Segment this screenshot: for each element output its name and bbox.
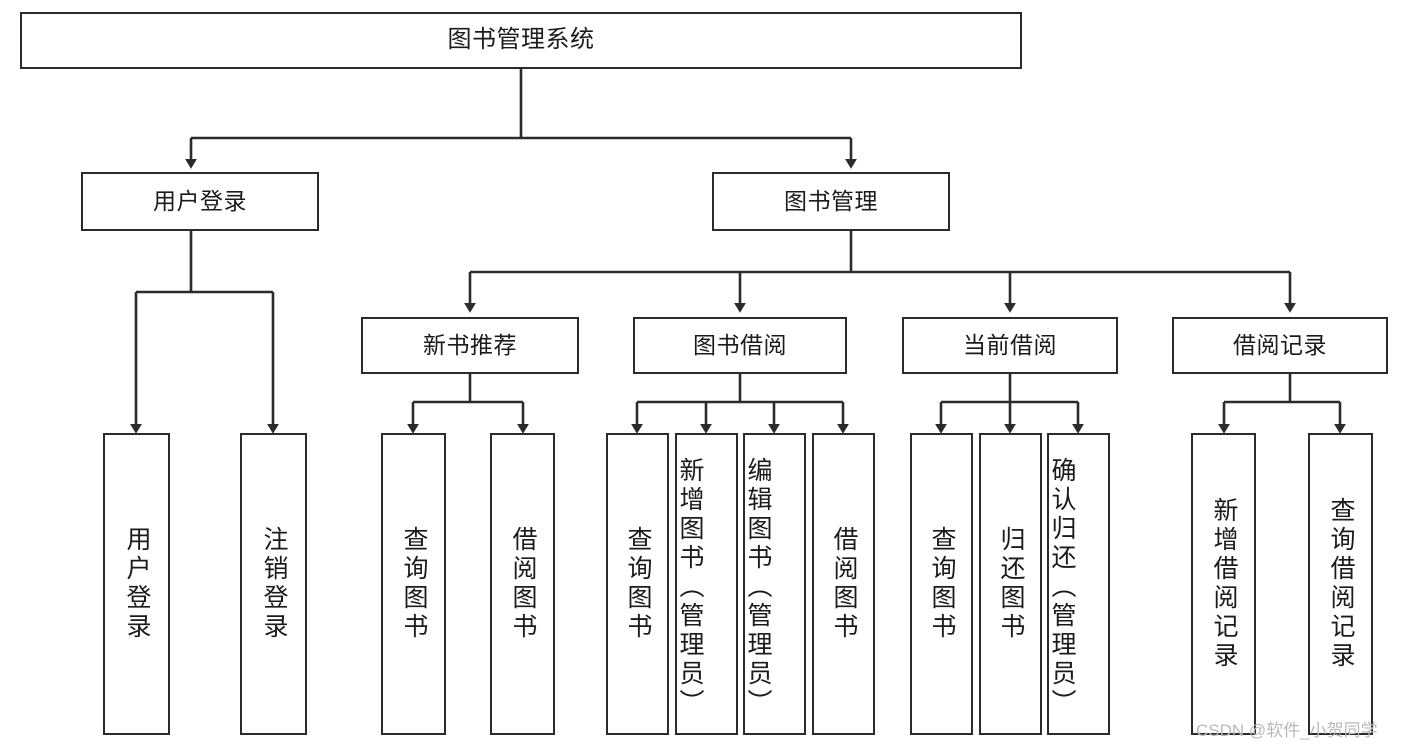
node-leaf-add-record-label: 新增借阅记录: [1210, 497, 1238, 671]
node-leaf-query-book-1-label: 查询图书: [400, 526, 428, 642]
node-leaf-edit-book[interactable]: 编辑图书（管理员）: [743, 433, 806, 735]
node-leaf-add-book-label: 新增图书（管理员）: [676, 456, 704, 718]
node-book-borrow-label: 图书借阅: [693, 331, 787, 358]
node-leaf-query-record-label: 查询借阅记录: [1327, 497, 1355, 671]
node-leaf-edit-book-label: 编辑图书（管理员）: [744, 456, 772, 718]
node-leaf-query-book-3[interactable]: 查询图书: [910, 433, 973, 735]
node-leaf-user-login[interactable]: 用户登录: [103, 433, 170, 735]
node-root[interactable]: 图书管理系统: [20, 12, 1022, 69]
node-leaf-confirm-return-label: 确认归还（管理员）: [1048, 456, 1076, 718]
node-leaf-return-book[interactable]: 归还图书: [979, 433, 1042, 735]
node-leaf-borrow-book-1-label: 借阅图书: [509, 526, 537, 642]
node-book-borrow[interactable]: 图书借阅: [633, 317, 847, 374]
node-leaf-query-book-2[interactable]: 查询图书: [606, 433, 669, 735]
node-borrow-record[interactable]: 借阅记录: [1172, 317, 1388, 374]
node-leaf-borrow-book-2[interactable]: 借阅图书: [812, 433, 875, 735]
node-root-label: 图书管理系统: [447, 26, 595, 54]
node-borrow-record-label: 借阅记录: [1233, 331, 1327, 358]
node-current-borrow[interactable]: 当前借阅: [902, 317, 1118, 374]
node-leaf-borrow-book-1[interactable]: 借阅图书: [490, 433, 555, 735]
node-book-management[interactable]: 图书管理: [712, 172, 950, 231]
node-new-book-recommend-label: 新书推荐: [423, 331, 517, 358]
node-book-management-label: 图书管理: [784, 187, 878, 214]
node-leaf-query-record[interactable]: 查询借阅记录: [1308, 433, 1373, 735]
csdn-watermark: CSDN @软件_小贺同学: [1196, 721, 1378, 740]
node-leaf-logout-label: 注销登录: [260, 526, 288, 642]
node-leaf-logout[interactable]: 注销登录: [240, 433, 307, 735]
node-leaf-query-book-3-label: 查询图书: [928, 526, 956, 642]
node-leaf-confirm-return[interactable]: 确认归还（管理员）: [1047, 433, 1110, 735]
node-leaf-user-login-label: 用户登录: [123, 526, 151, 642]
node-user-login[interactable]: 用户登录: [81, 172, 319, 231]
node-user-login-label: 用户登录: [153, 187, 247, 214]
node-leaf-add-record[interactable]: 新增借阅记录: [1191, 433, 1256, 735]
node-leaf-query-book-2-label: 查询图书: [624, 526, 652, 642]
node-leaf-query-book-1[interactable]: 查询图书: [381, 433, 446, 735]
node-leaf-return-book-label: 归还图书: [997, 526, 1025, 642]
node-leaf-add-book[interactable]: 新增图书（管理员）: [675, 433, 738, 735]
node-new-book-recommend[interactable]: 新书推荐: [361, 317, 579, 374]
node-current-borrow-label: 当前借阅: [963, 331, 1057, 358]
node-leaf-borrow-book-2-label: 借阅图书: [830, 526, 858, 642]
